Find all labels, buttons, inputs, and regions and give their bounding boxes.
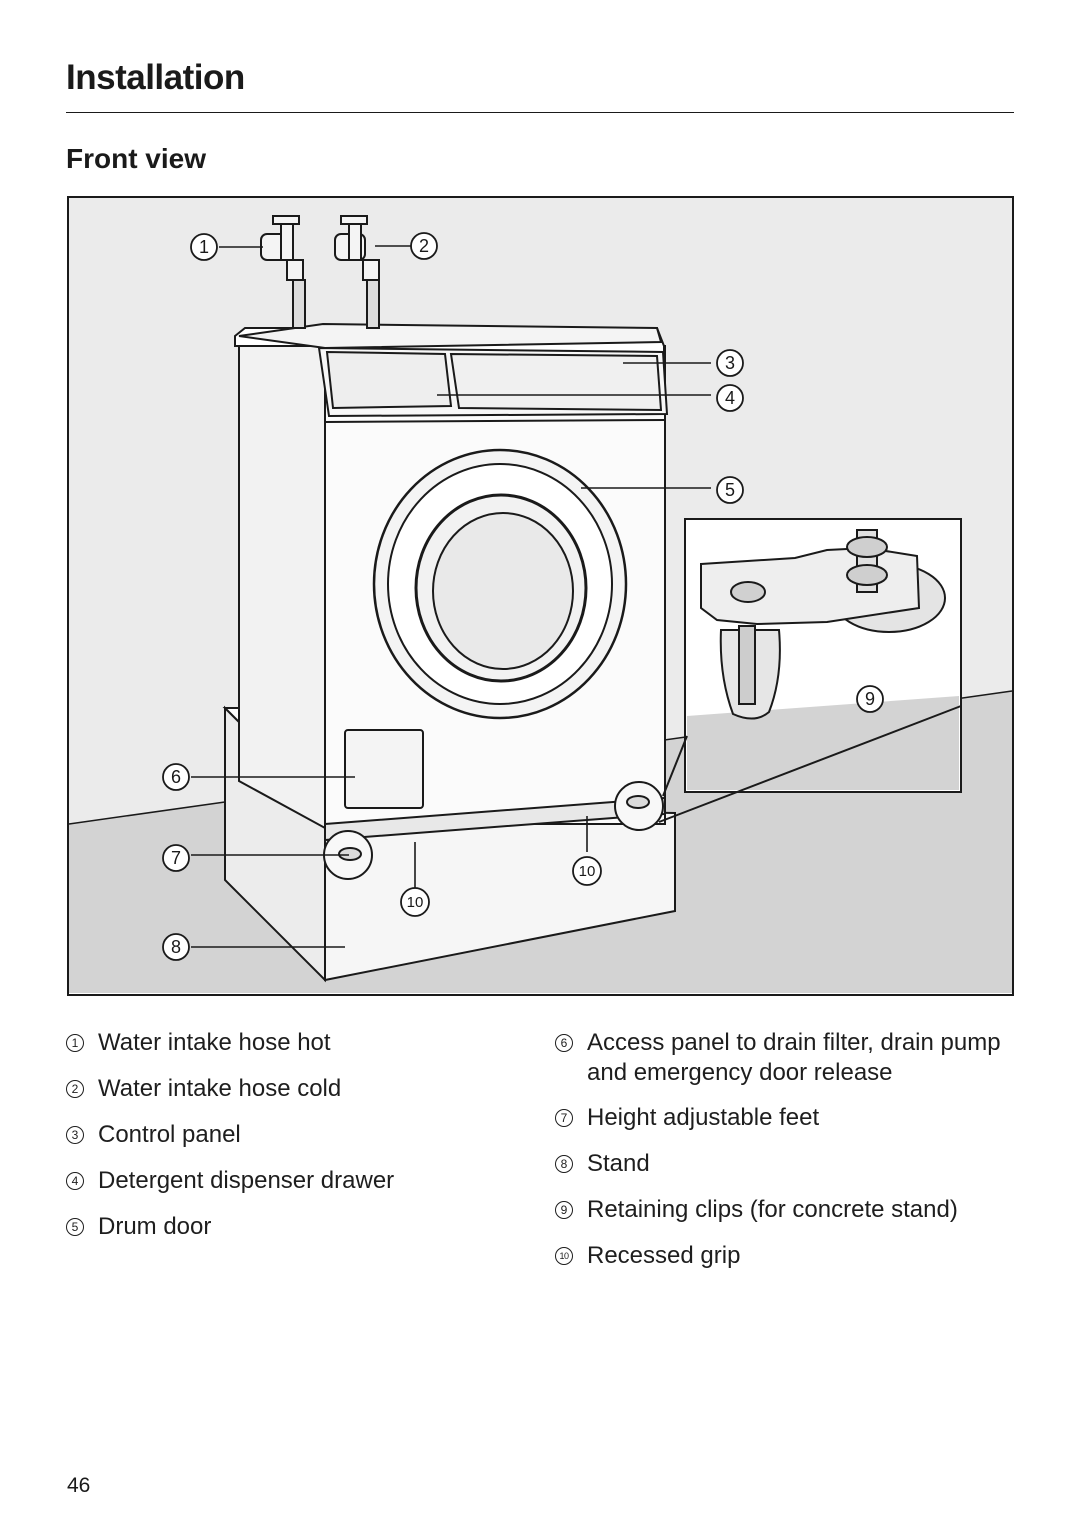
legend-text: Access panel to drain filter, drain pump…	[587, 1029, 1001, 1086]
legend-text: Detergent dispenser drawer	[98, 1167, 395, 1194]
legend-text: Stand	[587, 1150, 650, 1177]
legend-number: 5	[66, 1218, 84, 1236]
washing-machine-front-view-illustration: 1 2 3 4 5 6 7 8 9 10 10	[67, 196, 1014, 996]
callout-3: 3	[725, 353, 735, 373]
legend-number: 2	[66, 1080, 84, 1098]
callout-1: 1	[199, 237, 209, 257]
legend-number: 3	[66, 1126, 84, 1144]
page-title: Installation	[66, 58, 245, 97]
legend-item: 2 Water intake hose cold	[66, 1074, 394, 1104]
legend-text: Control panel	[98, 1121, 241, 1148]
legend-item: 4 Detergent dispenser drawer	[66, 1166, 394, 1196]
legend-item: 8 Stand	[555, 1149, 1025, 1179]
callout-10a: 10	[407, 894, 424, 911]
callout-5: 5	[725, 480, 735, 500]
legend-text: Water intake hose hot	[98, 1029, 331, 1056]
legend-item: 5 Drum door	[66, 1212, 394, 1242]
legend-number: 8	[555, 1155, 573, 1173]
legend-number: 1	[66, 1034, 84, 1052]
legend-number: 6	[555, 1034, 573, 1052]
callout-8: 8	[171, 937, 181, 957]
legend-item: 1 Water intake hose hot	[66, 1028, 394, 1058]
legend-number: 10	[555, 1247, 573, 1265]
legend-item: 6 Access panel to drain filter, drain pum…	[555, 1028, 1025, 1088]
legend-item: 3 Control panel	[66, 1120, 394, 1150]
legend-text: Water intake hose cold	[98, 1075, 342, 1102]
callout-6: 6	[171, 767, 181, 787]
legend-text: Drum door	[98, 1213, 212, 1240]
callout-9: 9	[865, 689, 875, 709]
legend-item: 10 Recessed grip	[555, 1241, 1025, 1271]
section-title: Front view	[66, 143, 207, 174]
callout-2: 2	[419, 236, 429, 256]
legend-text: Retaining clips (for concrete stand)	[587, 1196, 958, 1223]
page-number: 46	[67, 1474, 91, 1497]
callout-10b: 10	[579, 863, 596, 880]
legend-item: 7 Height adjustable feet	[555, 1103, 1025, 1133]
legend-item: 9 Retaining clips (for concrete stand)	[555, 1195, 1025, 1225]
legend-number: 7	[555, 1109, 573, 1127]
legend-number: 4	[66, 1172, 84, 1190]
legend-text: Height adjustable feet	[587, 1104, 820, 1131]
legend-right: 6 Access panel to drain filter, drain pum…	[555, 1028, 1025, 1287]
title-divider	[66, 112, 1014, 113]
legend-text: Recessed grip	[587, 1242, 741, 1269]
callout-4: 4	[725, 388, 735, 408]
callout-7: 7	[171, 848, 181, 868]
legend-number: 9	[555, 1201, 573, 1219]
legend-left: 1 Water intake hose hot 2 Water intake hos…	[66, 1028, 394, 1258]
